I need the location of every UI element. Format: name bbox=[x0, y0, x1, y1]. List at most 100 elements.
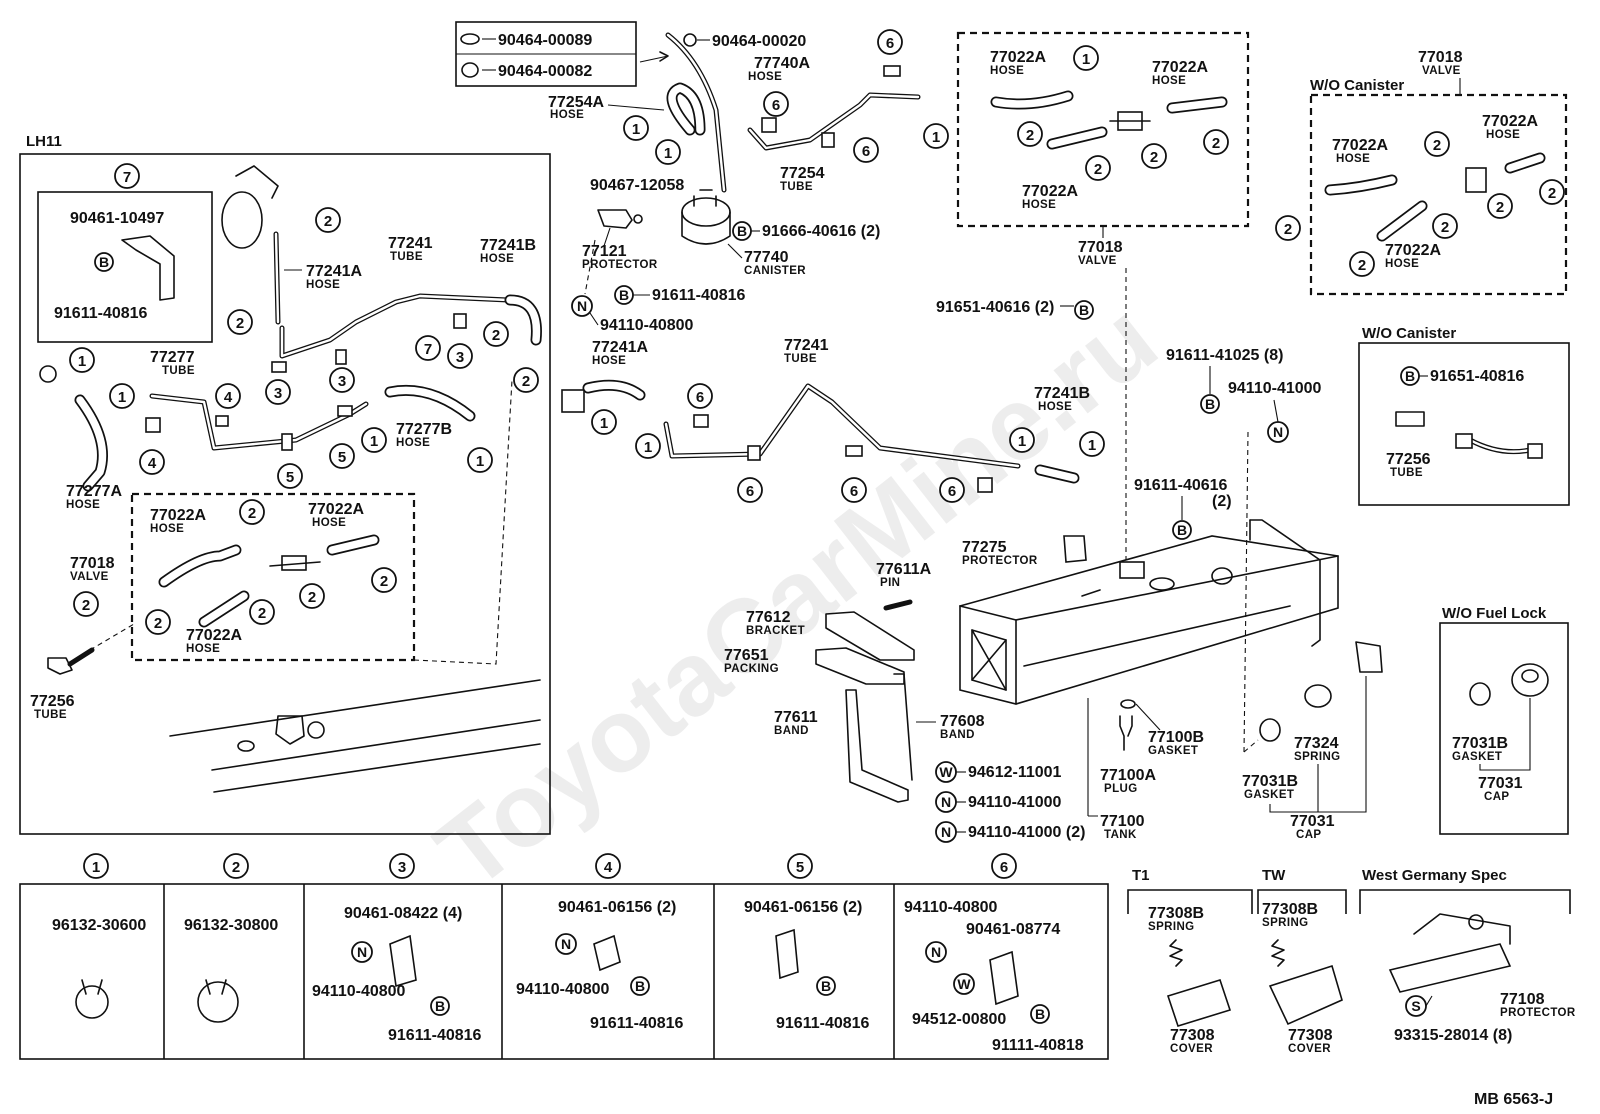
part-label: 7 bbox=[424, 341, 432, 358]
part-label: HOSE bbox=[990, 65, 1024, 77]
callout-circle bbox=[1539, 179, 1565, 205]
part-label: 6 bbox=[850, 483, 858, 500]
tank-area: B 91651-40616 (2) 91611-41025 (8) B 9411… bbox=[724, 299, 1383, 843]
callout-circle bbox=[1017, 121, 1043, 147]
part-label: 91651-40616 (2) bbox=[936, 299, 1054, 316]
wo-canister-box-2: W/O Canister B 91651-40816 77256 TUBE bbox=[1358, 325, 1570, 506]
wo-canister-box-1: W/O Canister 77018 VALVE 77022A HOSE 770… bbox=[1275, 49, 1568, 296]
callout-circle bbox=[787, 853, 813, 879]
part-label: S bbox=[1411, 998, 1420, 1014]
part-label: 77022A bbox=[150, 507, 206, 524]
part-label: 2 bbox=[1094, 161, 1102, 178]
part-label: 93315-28014 (8) bbox=[1394, 1027, 1512, 1044]
part-label: CAP bbox=[1296, 829, 1321, 841]
part-label: GASKET bbox=[1148, 745, 1198, 757]
part-label: 77241B bbox=[480, 237, 536, 254]
part-label: HOSE bbox=[592, 355, 626, 367]
legend-2-part: 96132-30800 bbox=[184, 917, 278, 934]
part-label: SPRING bbox=[1262, 917, 1309, 929]
part-label: HOSE bbox=[186, 643, 220, 655]
part-label: 2 bbox=[522, 373, 530, 390]
legend-6-nut: 94110-40800 bbox=[904, 899, 998, 916]
valve-box: 77022A HOSE 77022A HOSE 77022A HOSE 1 2 … bbox=[956, 31, 1250, 560]
part-label: TUBE bbox=[390, 251, 423, 263]
callout-circle bbox=[687, 383, 713, 409]
callout-circle bbox=[816, 976, 836, 996]
callout-circle bbox=[1203, 129, 1229, 155]
callout-circle bbox=[513, 367, 539, 393]
callout-circle bbox=[109, 383, 135, 409]
part-label: 77022A bbox=[308, 501, 364, 518]
part-label: 77108 bbox=[1500, 991, 1545, 1008]
top-clip-box: 90464-00089 90464-00082 bbox=[455, 21, 669, 87]
part-label: B bbox=[619, 287, 629, 303]
legend-4-clip: 90461-06156 (2) bbox=[558, 899, 676, 916]
legend-3-clip: 90461-08422 (4) bbox=[344, 905, 462, 922]
callout-circle bbox=[1085, 155, 1111, 181]
part-90464-00020: 90464-00020 bbox=[712, 33, 806, 50]
part-label: N bbox=[941, 824, 951, 840]
part-label: TUBE bbox=[780, 181, 813, 193]
part-label: HOSE bbox=[480, 253, 514, 265]
part-label: HOSE bbox=[396, 437, 430, 449]
callout-circle bbox=[447, 343, 473, 369]
part-label: 2 bbox=[1441, 219, 1449, 236]
callout-circle bbox=[277, 463, 303, 489]
part-label: N bbox=[577, 298, 587, 314]
legend-1-part: 96132-30600 bbox=[52, 917, 146, 934]
callout-circle bbox=[1432, 213, 1458, 239]
part-label: HOSE bbox=[312, 517, 346, 529]
callout-circle bbox=[430, 996, 450, 1016]
callout-circle bbox=[223, 853, 249, 879]
part-label: 1 bbox=[1088, 437, 1096, 454]
part-label: TUBE bbox=[162, 365, 195, 377]
part-label: 6 bbox=[862, 143, 870, 160]
callout-circle bbox=[145, 609, 171, 635]
callout-circle bbox=[83, 853, 109, 879]
part-label: HOSE bbox=[1336, 153, 1370, 165]
variant-tw: TW 77308B SPRING 77308 COVER bbox=[1257, 867, 1347, 1055]
part-label: 5 bbox=[796, 859, 804, 876]
part-label: 6 bbox=[772, 97, 780, 114]
callout-circle bbox=[1172, 520, 1192, 540]
part-label: SPRING bbox=[1148, 921, 1195, 933]
part-label: 1 bbox=[476, 453, 484, 470]
part-label: CANISTER bbox=[744, 265, 806, 277]
part-label: 6 bbox=[746, 483, 754, 500]
part-label: B bbox=[435, 998, 445, 1014]
part-label: B bbox=[1205, 396, 1215, 412]
callout-circle bbox=[1487, 193, 1513, 219]
part-label: SPRING bbox=[1294, 751, 1341, 763]
part-label: B bbox=[99, 254, 109, 270]
part-label: 77275 bbox=[962, 539, 1007, 556]
callout-circle bbox=[1200, 394, 1220, 414]
part-label: 3 bbox=[456, 349, 464, 366]
part-label: N bbox=[931, 944, 941, 960]
part-label: HOSE bbox=[550, 109, 584, 121]
part-label: 77241A bbox=[306, 263, 362, 280]
callout-circle bbox=[571, 295, 593, 317]
callout-circle bbox=[763, 91, 789, 117]
part-label: 77031B bbox=[1242, 773, 1298, 790]
callout-circle bbox=[623, 115, 649, 141]
part-label: CAP bbox=[1484, 791, 1509, 803]
part-label: B bbox=[1079, 302, 1089, 318]
callout-circle bbox=[94, 252, 114, 272]
part-label: 1 bbox=[1082, 51, 1090, 68]
part-label: BRACKET bbox=[746, 625, 805, 637]
callout-circle bbox=[655, 139, 681, 165]
part-label: W bbox=[939, 764, 953, 780]
callout-circle bbox=[853, 137, 879, 163]
part-label: PROTECTOR bbox=[582, 259, 658, 271]
part-label: 4 bbox=[148, 455, 157, 472]
part-label: HOSE bbox=[306, 279, 340, 291]
part-label: 2 bbox=[1433, 137, 1441, 154]
callout-circle bbox=[249, 599, 275, 625]
part-label: 77651 bbox=[724, 647, 769, 664]
variant-t1: T1 77308B SPRING 77308 COVER bbox=[1127, 867, 1253, 1055]
part-label: 77022A bbox=[1022, 183, 1078, 200]
callout-circle bbox=[299, 583, 325, 609]
part-label: 1 bbox=[644, 439, 652, 456]
clamp-legend-table: 1 96132-30600 2 96132-30800 3 90461-0842… bbox=[19, 853, 1109, 1060]
part-label: B bbox=[1177, 522, 1187, 538]
